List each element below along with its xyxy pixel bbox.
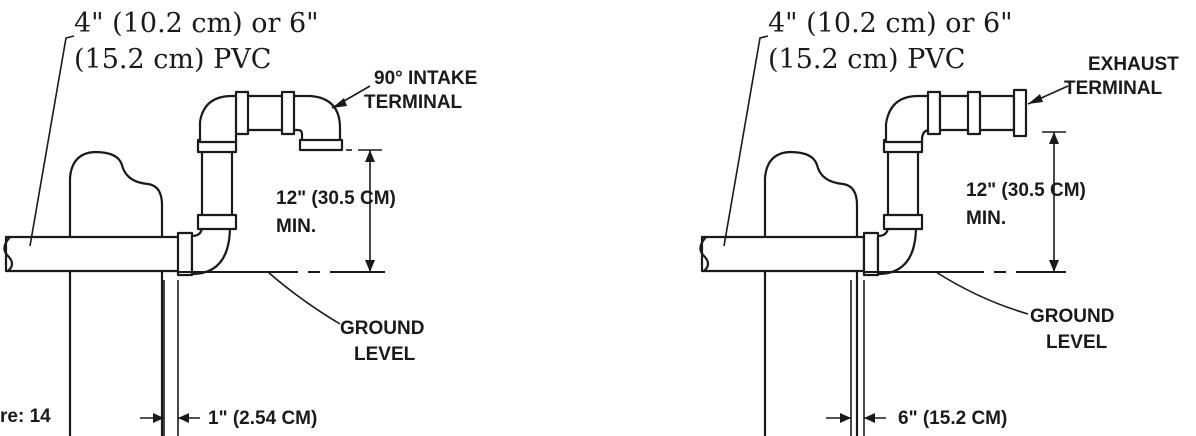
right-pvc-label-line2: (15.2 cm) PVC <box>768 44 965 75</box>
right-exhaust-mouth <box>1012 88 1028 138</box>
right-pvc-label-line1: 4" (10.2 cm) or 6" <box>768 8 1013 39</box>
right-upper-coupling <box>926 90 942 136</box>
left-height-arrow-bottom <box>365 260 375 272</box>
right-upper-elbow <box>884 94 932 144</box>
right-clear-arrow-a <box>840 413 851 423</box>
left-clearance-label: 1" (2.54 CM) <box>208 408 317 429</box>
right-clear-arrow-b <box>864 413 875 423</box>
right-ground-label-line1: GROUND <box>1030 306 1114 327</box>
left-terminal-leader-arrow <box>332 98 347 108</box>
left-intake-panel: 4" (10.2 cm) or 6" (15.2 cm) PVC 90° INT… <box>0 8 477 436</box>
left-terminal-label-line1: 90° INTAKE <box>374 68 477 89</box>
left-lower-elbow <box>190 224 232 276</box>
figure-caption: re: 14 <box>0 406 51 427</box>
left-horizontal-pipe <box>4 235 182 273</box>
left-coupling <box>176 231 194 277</box>
right-riser-coupling-low <box>882 213 924 231</box>
right-height-label-line2: MIN. <box>966 208 1006 229</box>
right-exhaust-panel: 4" (10.2 cm) or 6" (15.2 cm) PVC EXHAUST… <box>699 8 1179 436</box>
left-pvc-leader <box>29 35 75 247</box>
right-clearance-label: 6" (15.2 CM) <box>898 408 1007 429</box>
left-riser-coupling-low <box>196 213 238 231</box>
right-coupling <box>862 231 880 277</box>
right-lower-elbow <box>876 224 918 276</box>
right-height-arrow-bottom <box>1049 260 1059 272</box>
left-pvc-label-line2: (15.2 cm) PVC <box>74 44 271 75</box>
right-ground-leader <box>935 271 1029 315</box>
right-wall <box>763 150 859 436</box>
right-terminal-leader-arrow <box>1028 94 1043 104</box>
left-top-coupling-a <box>234 90 250 136</box>
left-clear-arrow-a <box>153 413 164 423</box>
left-pipe-break <box>3 235 14 273</box>
left-height-arrow-top <box>365 150 375 162</box>
right-terminal-label-line2: TERMINAL <box>1064 78 1163 99</box>
right-pipe-break <box>699 235 710 273</box>
left-pvc-label-line1: 4" (10.2 cm) or 6" <box>74 8 319 39</box>
right-height-arrow-top <box>1049 132 1059 144</box>
left-terminal-label-line2: TERMINAL <box>364 92 463 113</box>
left-top-coupling-b <box>280 90 296 136</box>
right-horizontal-pipe <box>700 235 866 273</box>
left-upper-bend <box>198 94 342 144</box>
left-clear-arrow-b <box>178 413 189 423</box>
right-ground-label-line2: LEVEL <box>1046 332 1108 353</box>
left-ground-label-line2: LEVEL <box>354 344 416 365</box>
left-ground-label-line1: GROUND <box>340 318 424 339</box>
right-height-label-line1: 12" (30.5 CM) <box>966 180 1086 201</box>
right-terminal-label-line1: EXHAUST <box>1088 54 1179 75</box>
right-exhaust-coupling <box>966 90 982 136</box>
left-height-label-line2: MIN. <box>276 216 316 237</box>
right-pvc-leader <box>723 35 769 247</box>
left-terminal-mouth <box>298 138 344 152</box>
left-wall <box>68 150 164 436</box>
left-height-label-line1: 12" (30.5 CM) <box>276 188 396 209</box>
left-ground-leader <box>267 271 341 325</box>
